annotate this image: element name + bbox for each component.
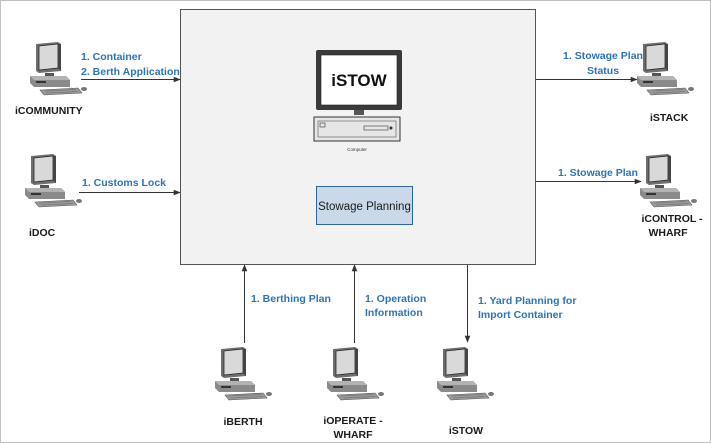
ioperate-flow-1: 1. Operation — [365, 293, 426, 305]
istack-flow-1: 1. Stowage Plan — [563, 50, 643, 62]
icommunity-flow-2: 2. Berth Application — [81, 66, 180, 78]
computer-caption: Computer — [347, 147, 367, 152]
icontrol-node-label-line1: iCONTROL - — [641, 213, 703, 225]
icontrol-node-label-line2: WHARF — [648, 227, 688, 239]
central-system-title: iSTOW — [331, 71, 387, 90]
iberth-flow-1: 1. Berthing Plan — [251, 293, 331, 305]
ioperate-flow-2: Information — [365, 307, 423, 319]
icommunity-node-label: iCOMMUNITY — [15, 105, 83, 117]
ioperate-node-label-line1: iOPERATE - — [323, 415, 383, 427]
istack-flow-2: Status — [587, 65, 619, 77]
istow-yard-node-label: iSTOW — [449, 425, 483, 437]
idoc-node-label: iDOC — [29, 227, 56, 239]
iberth-node-label: iBERTH — [223, 416, 262, 428]
central-computer-icon — [313, 50, 402, 142]
icommunity-flow-1: 1. Container — [81, 51, 142, 63]
istack-node-label: iSTACK — [650, 112, 689, 124]
ioperate-node-label-line2: WHARF — [333, 429, 373, 441]
idoc-flow-1: 1. Customs Lock — [82, 177, 166, 189]
istow-yard-flow-1: 1. Yard Planning for — [478, 295, 576, 307]
stowage-planning-module — [316, 186, 413, 225]
istow-yard-flow-2: Import Container — [478, 309, 563, 321]
stowage-planning-label: Stowage Planning — [318, 201, 411, 213]
icontrol-flow-1: 1. Stowage Plan — [558, 167, 638, 179]
